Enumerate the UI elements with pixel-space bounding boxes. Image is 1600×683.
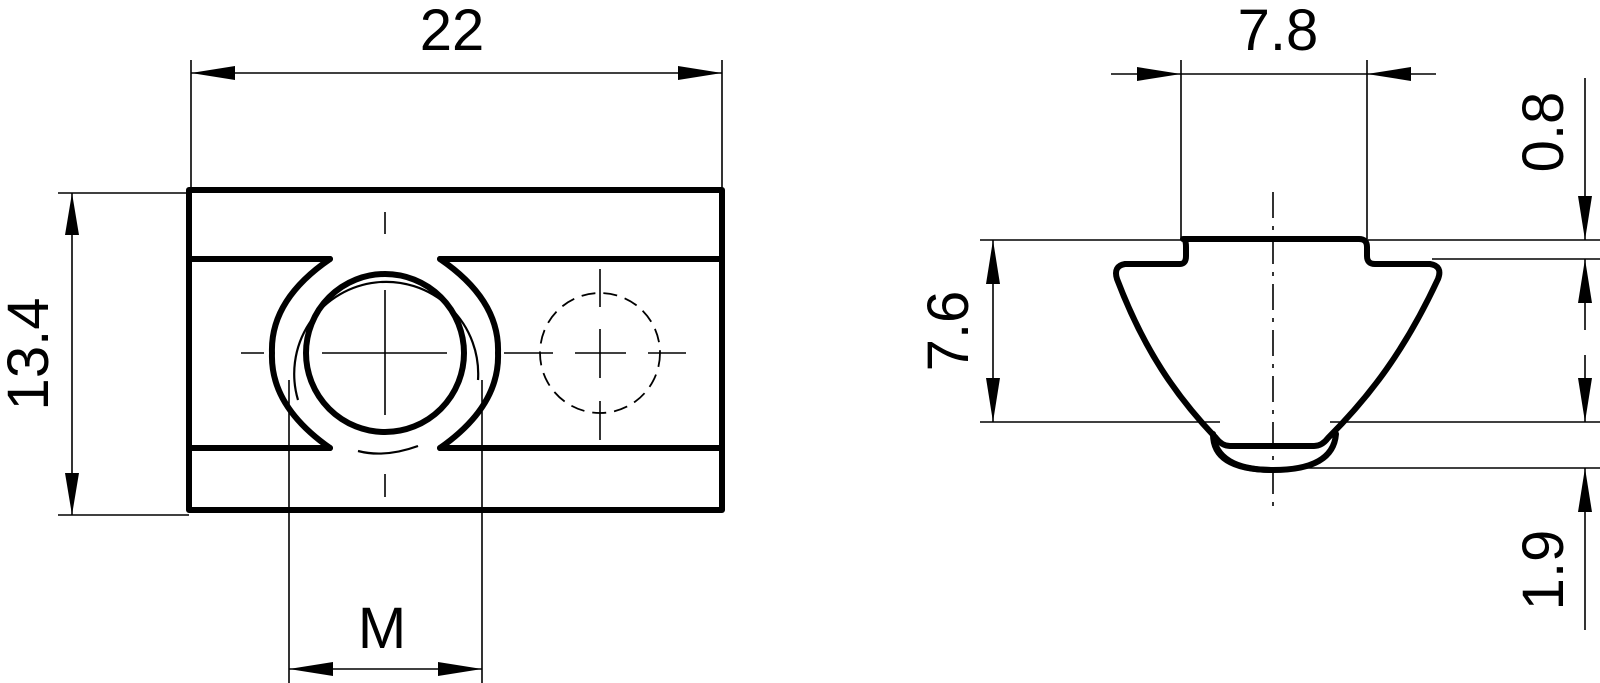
dimension-label-ball-protrusion: 1.9 <box>1511 530 1576 611</box>
dimension-thread: M <box>288 380 483 683</box>
bore-cutout-left <box>268 256 333 451</box>
arrow-right-icon <box>678 66 722 80</box>
arrow-left-icon <box>289 662 333 676</box>
arrow-up-icon <box>986 240 1000 284</box>
dimension-label-top-width: 7.8 <box>1238 0 1319 63</box>
bore-cutout-right <box>437 256 502 451</box>
dimension-label-height: 13.4 <box>0 298 61 411</box>
dimension-body-height: 7.6 <box>916 239 1220 423</box>
dimension-height: 13.4 <box>0 192 189 516</box>
nut-outline <box>186 187 725 513</box>
bore-circle <box>303 271 467 435</box>
arrow-left-icon <box>191 66 235 80</box>
arrow-right-icon <box>438 662 482 676</box>
profile-outline <box>1113 236 1443 449</box>
dimension-top-width: 7.8 <box>1111 0 1436 239</box>
dimension-label-width: 22 <box>420 0 485 63</box>
dimension-label-step-height: 0.8 <box>1511 92 1576 173</box>
arrow-down-icon <box>986 378 1000 422</box>
arrow-up-icon <box>65 193 79 235</box>
dimension-width: 22 <box>190 0 723 192</box>
arrow-down-icon <box>65 473 79 515</box>
arrow-up-icon <box>1578 468 1592 512</box>
front-view: 22 13.4 M <box>0 0 725 683</box>
thread-arc-bottom <box>357 444 419 455</box>
ball-bulge-left <box>1210 431 1276 473</box>
dimension-label-thread: M <box>358 596 406 661</box>
arrow-right-icon <box>1137 67 1181 81</box>
arrow-left-icon <box>1367 67 1411 81</box>
dimension-step-height: 0.8 <box>1511 78 1592 330</box>
arrow-up-icon <box>1578 259 1592 303</box>
dimension-label-body-height: 7.6 <box>916 291 981 372</box>
dimension-ball-protrusion: 1.9 <box>1511 355 1592 630</box>
side-view: 7.8 7.6 0.8 1.9 <box>916 0 1600 630</box>
arrow-down-icon <box>1578 196 1592 240</box>
arrow-down-icon <box>1578 378 1592 422</box>
thread-major-circle <box>293 280 480 401</box>
